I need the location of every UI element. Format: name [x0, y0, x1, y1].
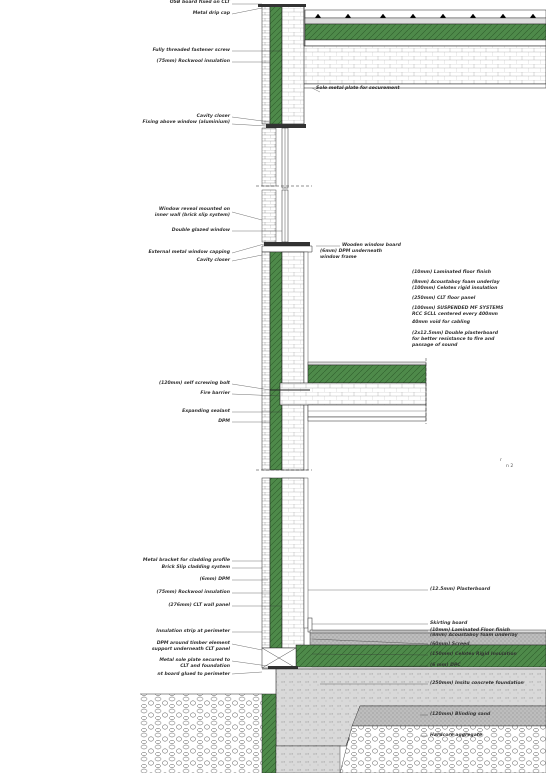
label-ground-laminate: (10mm) Laminated Floor finish [430, 628, 511, 633]
label-window-capping: External metal window capping [148, 250, 230, 255]
label-cavity-closer-mid: Cavity closer [196, 258, 230, 263]
label-floor-plasterboard-1: (2x12.5mm) Double plasterboard [412, 331, 499, 336]
label-skirting-board: Skirting board [430, 621, 468, 626]
margin-note: n 2 [506, 464, 514, 469]
label-brick-slip: Brick Slip cladding system [161, 565, 230, 570]
label-expanding-sealant: Expanding sealant [182, 409, 230, 414]
label-floor-plasterboard-2: for better resistance to fire and [412, 337, 495, 342]
label-metal-bracket: Metal bracket for cladding profile [142, 558, 230, 563]
label-floor-clt: (250mm) CLT floor panel [412, 296, 476, 301]
label-floor-celotex: (100mm) Celotex rigid insulation [412, 286, 498, 291]
label-screed: (60mm) Screed [430, 642, 470, 647]
label-dpm-mid: DPM [218, 419, 230, 424]
label-osb-board: OSB board fixed on CLT [169, 0, 230, 5]
label-dpm-timber-2: support underneath CLT panel [151, 647, 230, 652]
label-plasterboard: (12.5mm) Plasterboard [430, 587, 491, 592]
label-dpm-window-1: (6mm) DPM underneath [320, 249, 383, 254]
margin-note-top: r [500, 458, 502, 463]
label-insulation-strip: Insulation strip at perimeter [156, 629, 230, 634]
label-sole-plate-2: CLT and foundation [180, 664, 230, 669]
label-floor-rcc: RCC SCLL centered every 400mm [412, 312, 498, 317]
label-concrete-foundation: (250mm) Insitu concrete foundation [430, 681, 524, 686]
label-floor-mf-systems: (100mm) SUSPENDED MF SYSTEMS [412, 306, 504, 311]
label-window-reveal-2: inner wall (brick slip system) [154, 213, 230, 218]
label-blinding-sand: (120mm) Blinding sand [430, 712, 491, 717]
label-ground-acoustaboy: (8mm) Acoustaboy foam underlay [430, 633, 518, 638]
label-dpm-timber-1: DPM around timber element [156, 641, 230, 646]
label-dpc: (6 mm) DPC [430, 663, 461, 668]
label-cavity-closer-top: Cavity closer [196, 114, 230, 119]
label-self-screwing-bolt: (120mm) self screwing bolt [158, 381, 230, 386]
label-hardcore: Hardcore aggregate [430, 733, 483, 738]
label-rockwool-bottom: (75mm) Rockwool insulation [156, 590, 230, 595]
label-dpm-window-2: window frame [320, 255, 357, 260]
label-floor-acoustaboy: (8mm) Acoustaboy foam underlay [412, 280, 500, 285]
label-sole-plate-1: Metal sole plate secured to [159, 658, 230, 663]
label-dpm-6mm: (6mm) DPM [199, 577, 230, 582]
label-floor-void: 40mm void for cabling [412, 320, 471, 325]
label-floor-plasterboard-3: passage of sound [412, 343, 458, 348]
label-window-board: Wooden window board [342, 243, 401, 248]
label-fastener-screw: Fully threaded fastener screw [152, 48, 230, 53]
label-celotex-rigid: (150mm) Celotex Rigid Insulation [430, 652, 517, 657]
label-clt-wall: (276mm) CLT wall panel [168, 603, 230, 608]
label-fire-barrier: Fire barrier [200, 391, 230, 396]
label-metal-drip-cap: Metal drip cap [192, 11, 230, 16]
label-window-reveal-1: Window reveal mounted on [158, 207, 230, 212]
label-double-glazed: Double glazed window [171, 228, 230, 233]
label-floor-laminate: (10mm) Laminated floor finish [412, 270, 491, 275]
label-rockwool-top: (75mm) Rockwool insulation [156, 59, 230, 64]
label-sole-metal-plate: Sole metal plate for securement [316, 86, 400, 91]
label-fixing-above-window: Fixing above window (aluminium) [142, 120, 230, 125]
label-board-perimeter: nt board glued to perimeter [157, 672, 230, 677]
